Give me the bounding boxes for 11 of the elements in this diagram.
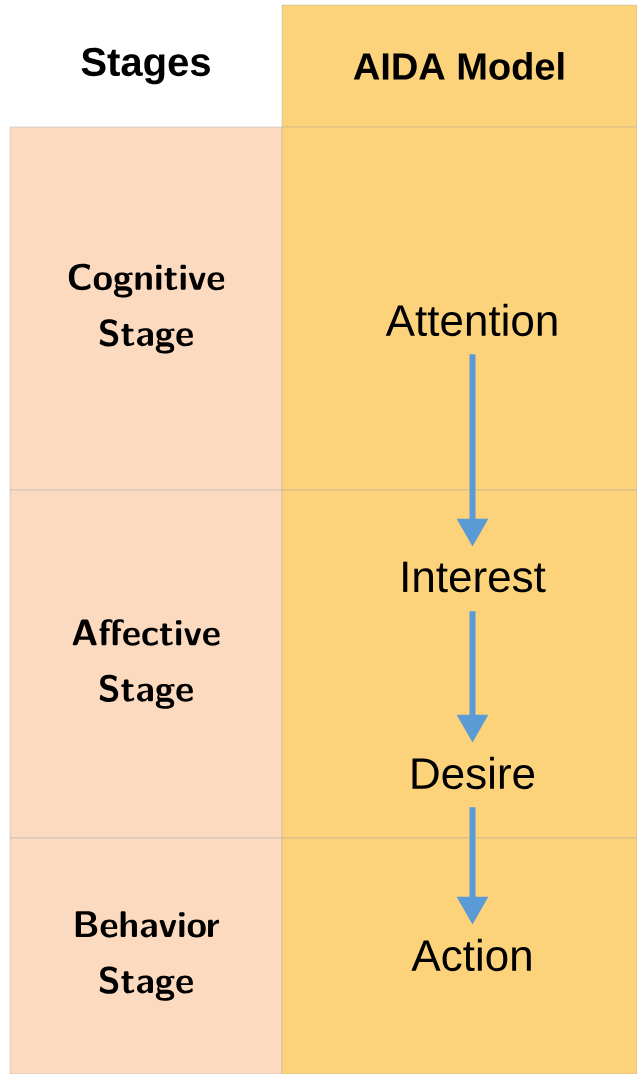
step-label: Interest <box>403 561 546 593</box>
stage-cell: Behavior Stage <box>9 837 283 1074</box>
column-header: Stages <box>81 47 210 85</box>
step-label: Action <box>411 938 531 972</box>
step-label: Attention <box>385 303 557 337</box>
stage-cell: Cognitive Stage <box>9 126 283 491</box>
column-header: AIDA Model <box>281 4 637 128</box>
stage-cell: Affective Stage <box>9 489 283 839</box>
column-cell <box>281 489 637 839</box>
column-cell <box>281 837 637 1074</box>
step-label: Desire <box>412 756 535 790</box>
